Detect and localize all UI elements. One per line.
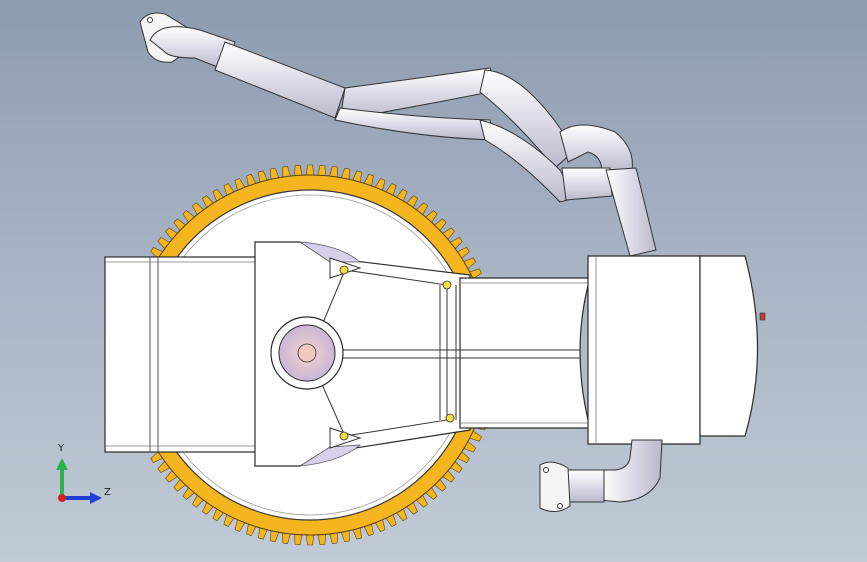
triad-z-label: Z [104, 487, 111, 498]
exhaust-pipe-lower [539, 439, 663, 512]
exhaust-pipe-upper [139, 12, 657, 257]
pivot-pins [339, 265, 455, 441]
crankcase-body [104, 241, 766, 467]
triad-y-label: Y [58, 443, 65, 454]
